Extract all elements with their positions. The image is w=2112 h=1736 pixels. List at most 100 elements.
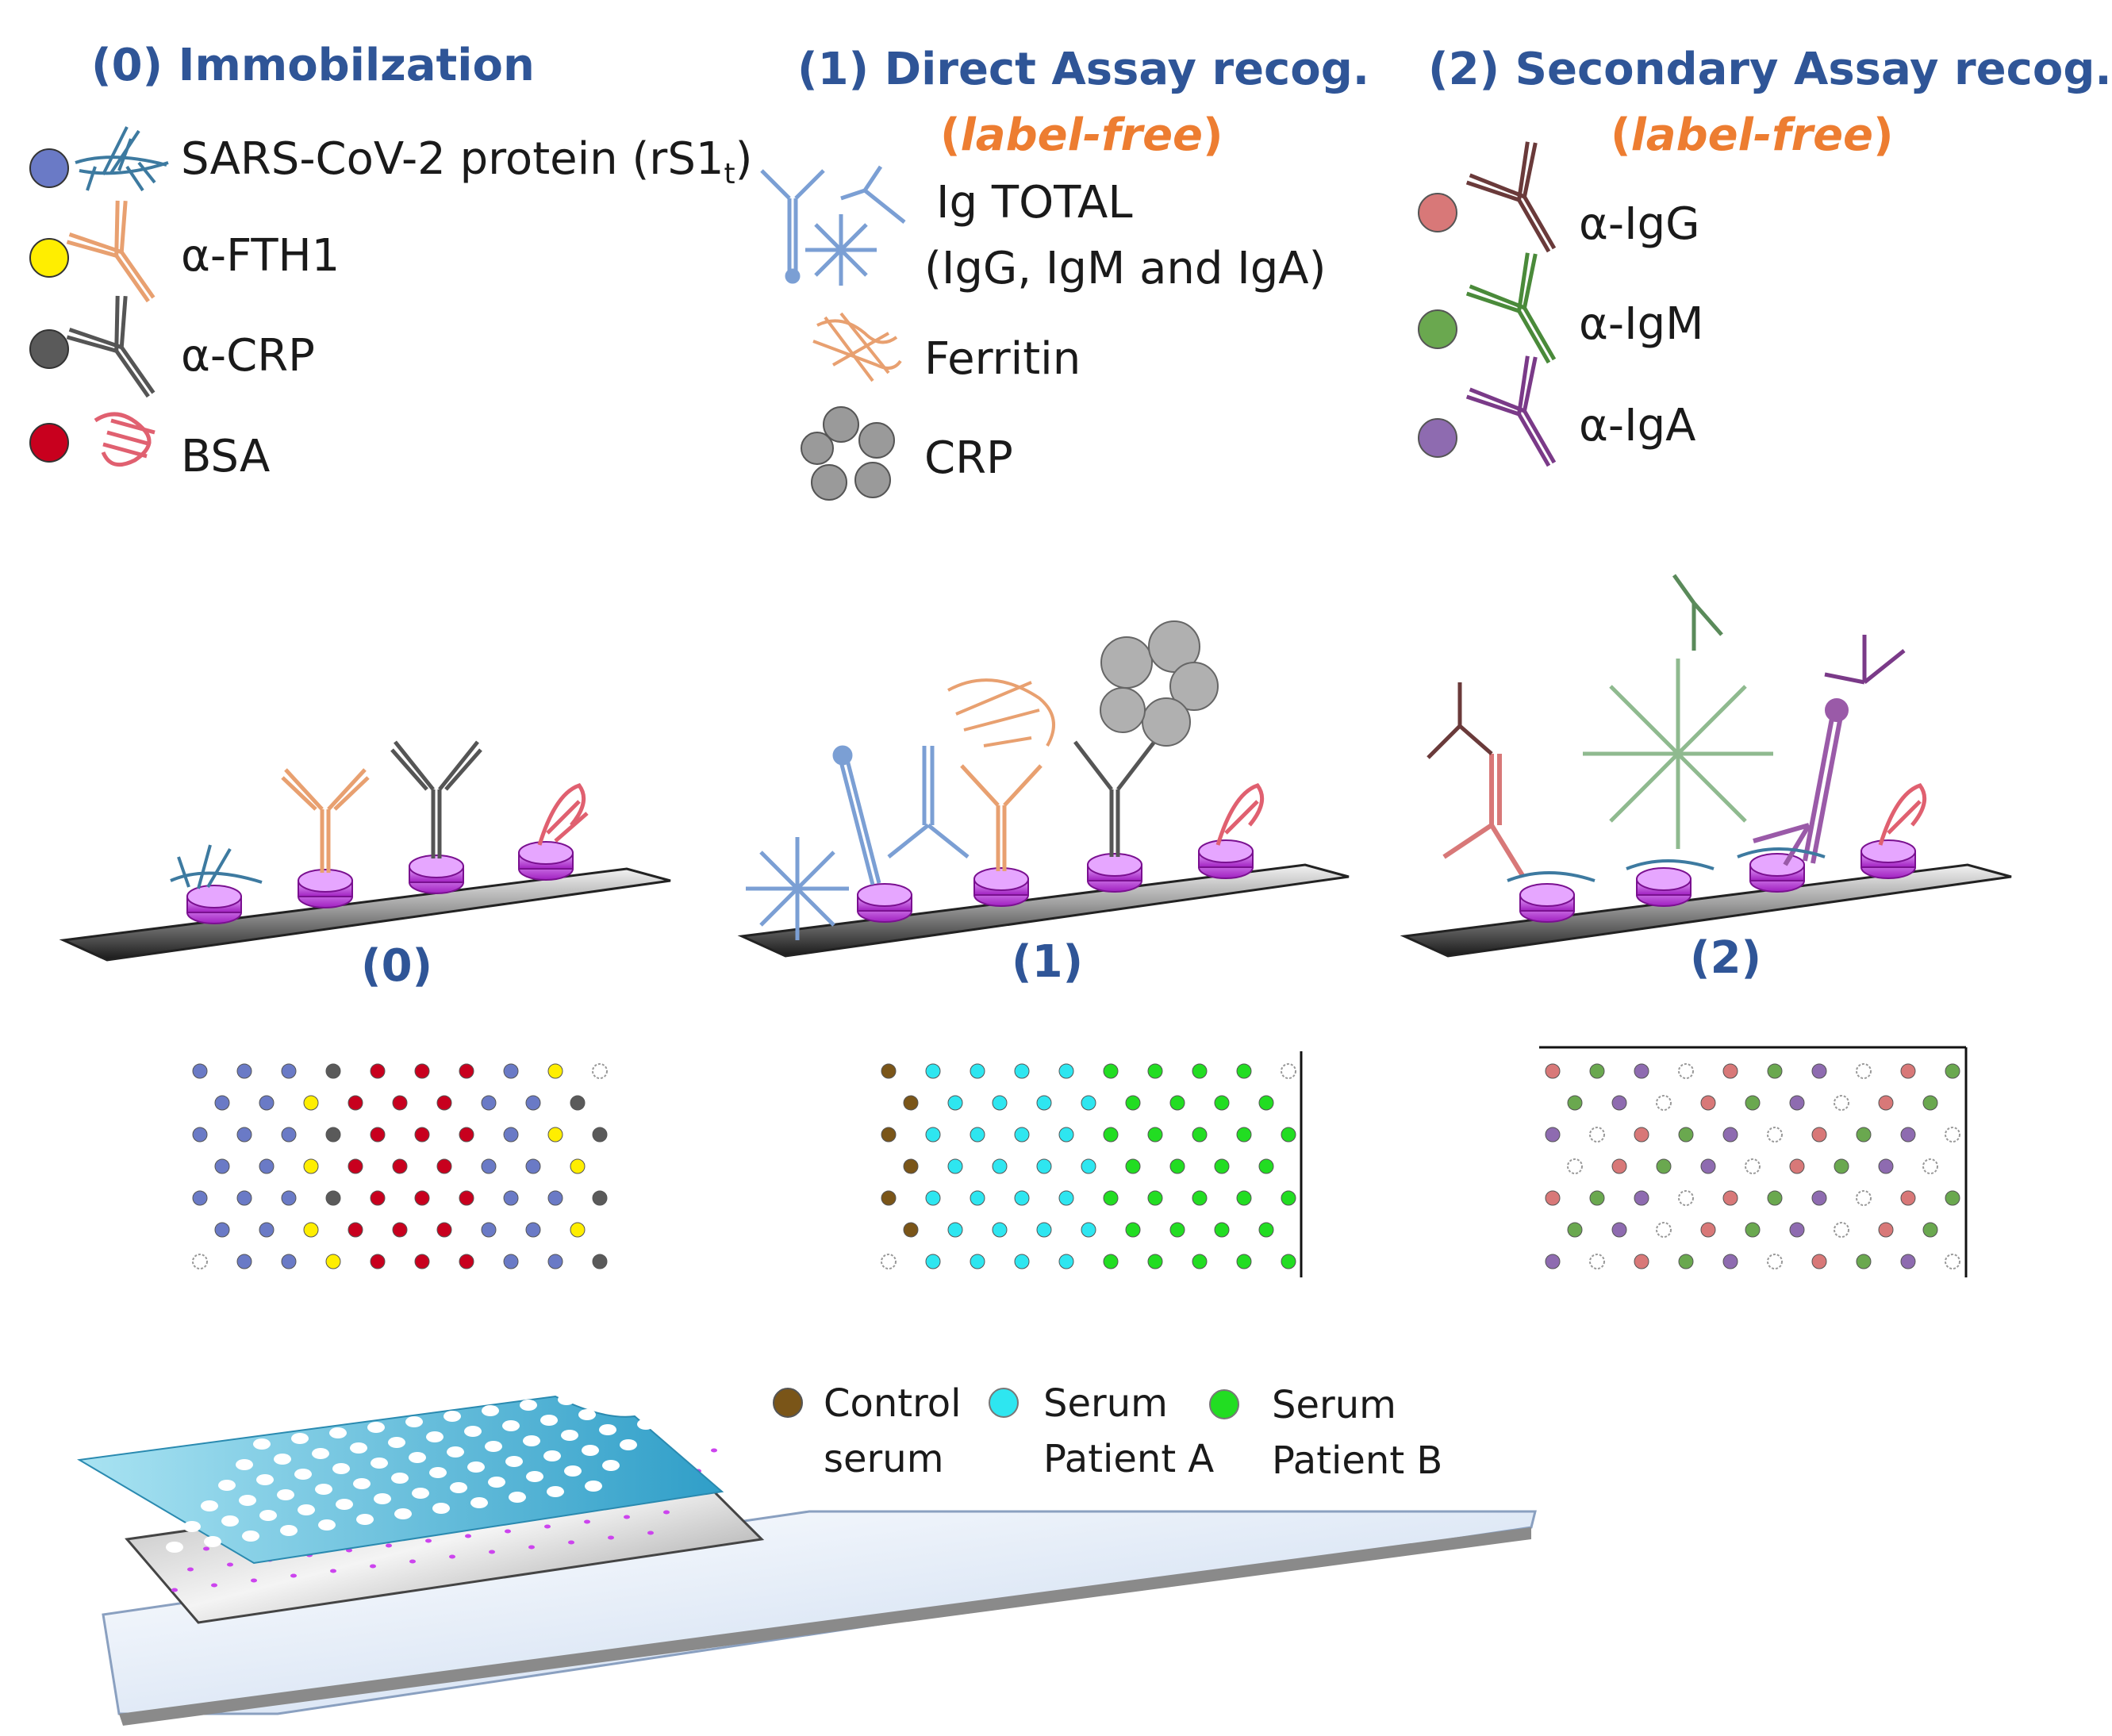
array-spot-patient-b (1236, 1190, 1252, 1206)
array-spot-sars (503, 1063, 519, 1079)
array-spot-patient-b (1192, 1063, 1208, 1079)
mask-well (256, 1474, 274, 1485)
array-spot-iga (1634, 1190, 1649, 1206)
mask-well (575, 1373, 593, 1385)
array-spot-patient-b (1147, 1254, 1163, 1269)
array-spot-bsa (414, 1127, 430, 1143)
array-spot-patient-b (1147, 1190, 1163, 1206)
array-spot-patient-a (992, 1158, 1008, 1174)
crp-pentamer-icon (801, 406, 895, 501)
mask-well (371, 1458, 388, 1469)
chip-pad (203, 1546, 209, 1551)
chip-pad (624, 1515, 630, 1519)
array-spot-patient-a (925, 1254, 941, 1269)
mask-well (637, 1419, 655, 1430)
array-spot-igg (1811, 1127, 1827, 1143)
array-spot-sars (525, 1095, 541, 1111)
array-spot-sars (525, 1158, 541, 1174)
chip-pad (528, 1545, 535, 1550)
assay-panels (59, 574, 2012, 962)
mask-well (236, 1459, 253, 1470)
mask-well (485, 1441, 502, 1452)
array-spot-igg (1634, 1127, 1649, 1143)
array-spot-patient-b (1103, 1254, 1119, 1269)
legend-dots (29, 148, 1457, 463)
array-spot-igm (1922, 1095, 1938, 1111)
mask-well (505, 1456, 523, 1467)
array-spot-bsa (459, 1190, 474, 1206)
array-spot-empty (1656, 1095, 1672, 1111)
array-spot-empty (1678, 1190, 1694, 1206)
array-spot-patient-a (1036, 1095, 1052, 1111)
chip-pad (568, 1540, 574, 1545)
array-spot-fth1 (303, 1222, 319, 1238)
mask-well (312, 1448, 329, 1459)
array-spot-sars (481, 1158, 497, 1174)
array-spot-bsa (392, 1222, 408, 1238)
array-spot-igm (1745, 1222, 1761, 1238)
array-spot-patient-b (1281, 1254, 1296, 1269)
mask-well (201, 1500, 218, 1511)
panel-1-surface (737, 620, 1350, 958)
array-spot-igg (1722, 1063, 1738, 1079)
array-spot-patient-a (1036, 1158, 1052, 1174)
array-spot-bsa (348, 1158, 363, 1174)
array-spot-iga (1545, 1127, 1561, 1143)
alpha-iga-label: α-IgA (1579, 400, 1696, 451)
alpha-igg-icon (1465, 141, 1557, 253)
array-spot-igm (1745, 1095, 1761, 1111)
mask-wells (166, 1357, 707, 1553)
mask-well (280, 1525, 298, 1536)
array-spot-patient-b (1103, 1127, 1119, 1143)
mask-well (291, 1433, 309, 1444)
array-spot-iga (1789, 1095, 1805, 1111)
crp-label: α-CRP (181, 330, 315, 382)
array-spot-fth1 (570, 1222, 586, 1238)
mask-well (332, 1463, 350, 1474)
array-spot-igm (1567, 1222, 1583, 1238)
mask-well (315, 1484, 332, 1495)
array-spot-patient-b (1281, 1127, 1296, 1143)
array-spot-bsa (414, 1190, 430, 1206)
array-spot-crp (325, 1190, 341, 1206)
array-spot-sars (236, 1127, 252, 1143)
array-spot-sars (525, 1222, 541, 1238)
crp-analyte-label: CRP (924, 432, 1013, 484)
array-spot-patient-a (1014, 1254, 1030, 1269)
y-antibody-icon (1073, 740, 1156, 857)
bsa-ribbon-icon (1878, 783, 1927, 846)
array-spot-patient-a (1014, 1190, 1030, 1206)
mask-well (221, 1515, 239, 1527)
mask-well (540, 1415, 558, 1426)
mask-well (537, 1379, 555, 1390)
array-spot-igg (1700, 1222, 1716, 1238)
array-spot-patient-a (947, 1158, 963, 1174)
mask-well (596, 1388, 613, 1400)
igg-complex (1442, 754, 1526, 878)
panel-2-surface (1400, 574, 2012, 958)
bsa-dot (29, 423, 69, 463)
array-spot-patient-b (1192, 1127, 1208, 1143)
mask-well (274, 1454, 291, 1465)
array-spot-igg (1900, 1063, 1916, 1079)
chip-pad (489, 1550, 495, 1554)
array-spot-control (903, 1158, 919, 1174)
array-spot-patient-b (1214, 1222, 1230, 1238)
array-spot-sars (481, 1095, 497, 1111)
array-spot-sars (259, 1222, 275, 1238)
chip-pad (370, 1564, 376, 1569)
chip-pad (465, 1534, 471, 1538)
mask-well (277, 1489, 294, 1500)
array-spot-sars (192, 1063, 208, 1079)
array-spot-patient-b (1236, 1127, 1252, 1143)
mask-well (356, 1514, 374, 1525)
array-spot-igg (1722, 1190, 1738, 1206)
array-spot-igg (1900, 1190, 1916, 1206)
array-spot-empty (1678, 1063, 1694, 1079)
array-spot-iga (1811, 1190, 1827, 1206)
chip-pad (663, 1510, 670, 1515)
array-spot-bsa (459, 1063, 474, 1079)
array-spot-bsa (370, 1063, 386, 1079)
array-spot-igm (1656, 1158, 1672, 1174)
